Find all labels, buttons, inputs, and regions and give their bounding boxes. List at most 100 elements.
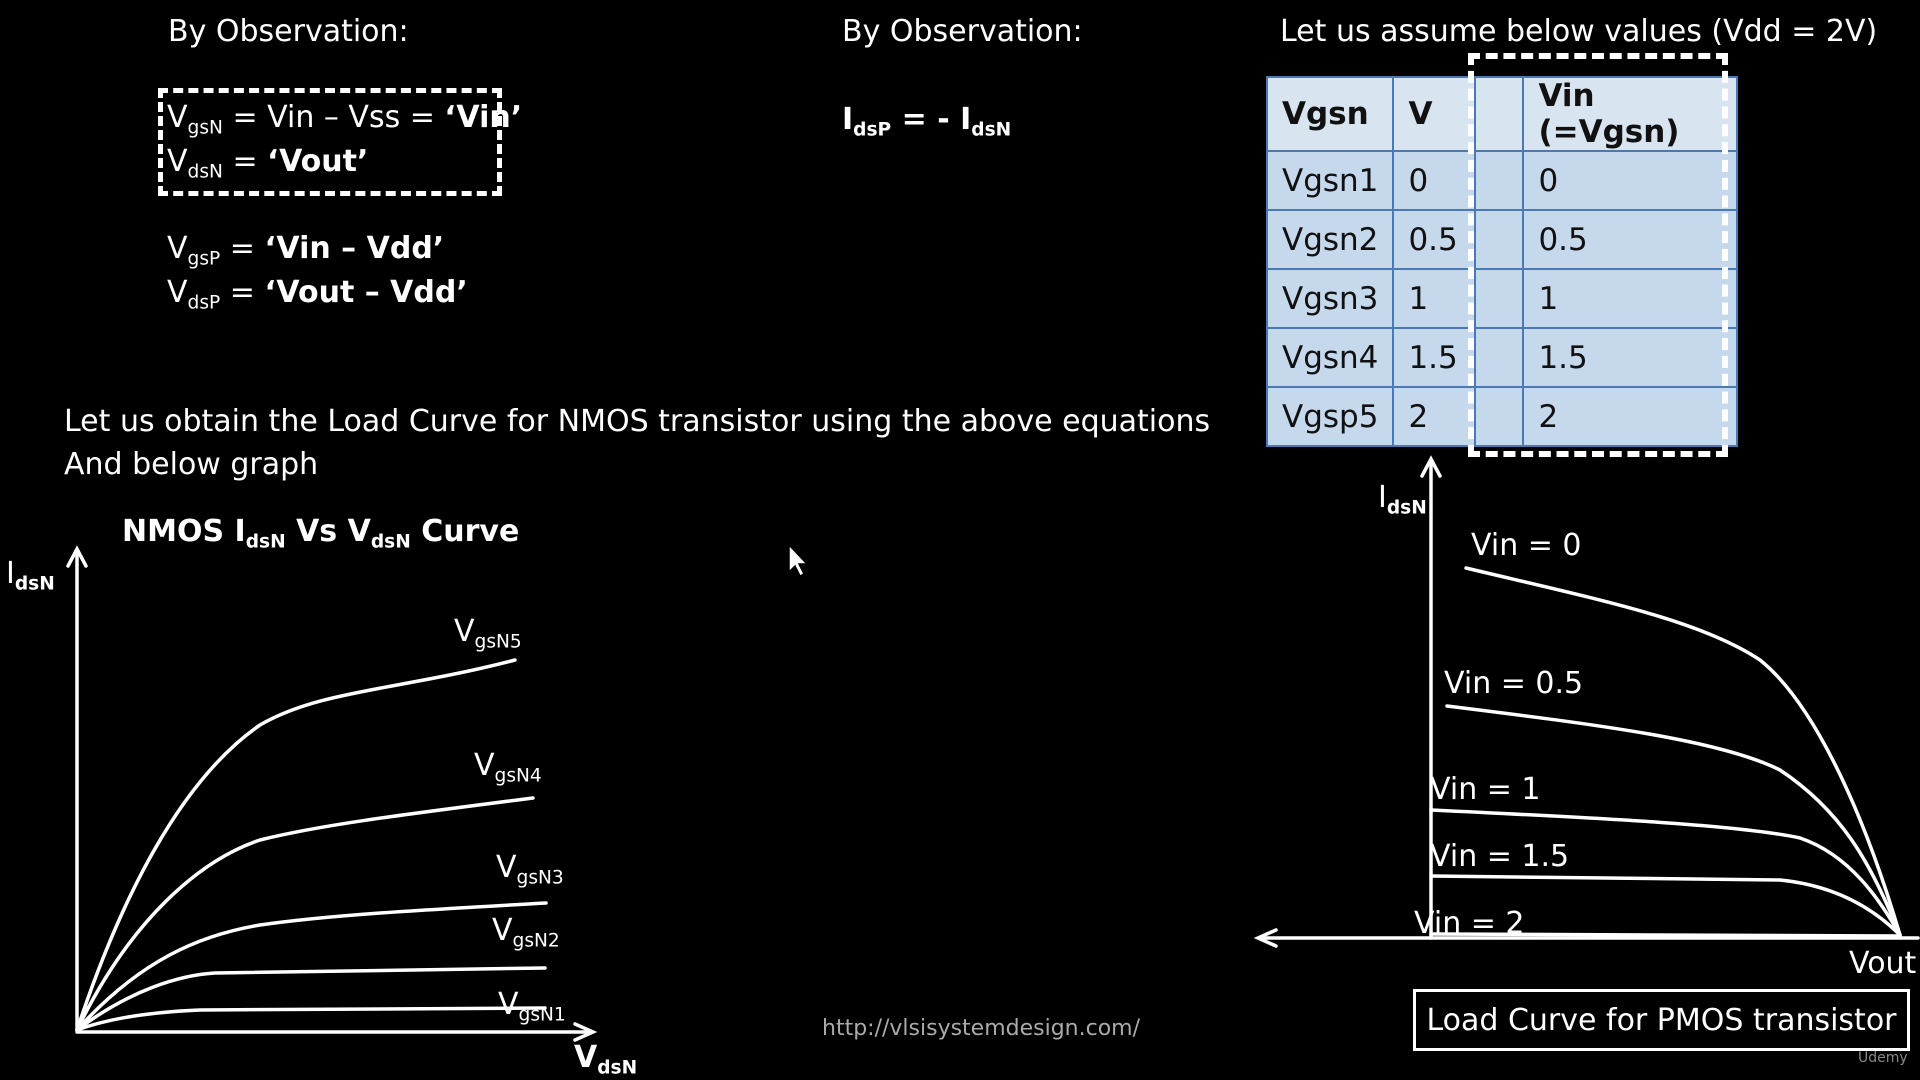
pmos-x-axis-label: Vout: [1849, 946, 1917, 981]
eq-subscript: dsN: [187, 161, 223, 183]
label-symbol: V: [492, 913, 513, 948]
table-cell: 0.5: [1522, 209, 1739, 270]
pmos-curve-label: Vin = 0: [1471, 528, 1582, 563]
eq-symbol: V: [167, 144, 188, 179]
label-subscript: gsN1: [518, 1004, 566, 1026]
axis-subscript: dsN: [14, 573, 55, 595]
table-header: V: [1392, 76, 1477, 152]
table-cell: Vgsp5: [1265, 386, 1395, 447]
table-cell: [1474, 386, 1525, 447]
pmos-curve-vin-1.5: [1429, 874, 1902, 937]
table-cell: 1: [1522, 268, 1739, 329]
eq-subscript: dsN: [971, 119, 1012, 141]
label-subscript: gsN3: [516, 867, 564, 889]
title-part: NMOS I: [122, 514, 246, 549]
curve-label-vgsn3: VgsN3: [496, 850, 564, 887]
label-symbol: V: [498, 987, 519, 1022]
eq-rhs: = Vin – Vss =: [222, 100, 445, 135]
eq-rhs-bold: ‘Vout’: [267, 144, 369, 179]
table-header-row: Vgsn V Vin (=Vgsn): [1265, 76, 1739, 152]
pmos-curve-label: Vin = 1: [1430, 772, 1541, 807]
table-cell: [1474, 209, 1525, 270]
table-cell: 2: [1522, 386, 1739, 447]
table-cell: 0: [1522, 150, 1739, 211]
axis-symbol: V: [574, 1040, 598, 1075]
title-part: Vs V: [285, 514, 371, 549]
axis-symbol: I: [6, 556, 15, 591]
eq-subscript: gsP: [187, 248, 221, 270]
table-cell: Vgsn3: [1265, 268, 1395, 329]
table-cell: Vgsn4: [1265, 327, 1395, 388]
table-row: Vgsn1 0 0: [1265, 150, 1739, 211]
pmos-curve-vin-2: [1429, 932, 1902, 938]
equation-idsp: IdsP = - IdsN: [842, 102, 1011, 139]
pmos-curve-label: Vin = 2: [1414, 906, 1525, 941]
values-table: Vgsn V Vin (=Vgsn) Vgsn1 0 0 Vgsn2 0.5 0…: [1265, 76, 1739, 447]
pmos-y-axis-label: IdsN: [1378, 480, 1427, 517]
pmos-curve-label: Vin = 1.5: [1430, 839, 1570, 874]
label-subscript: gsN2: [512, 930, 560, 952]
table-header: Vgsn: [1265, 76, 1395, 152]
udemy-watermark: Udemy: [1858, 1050, 1908, 1066]
table-cell: Vgsn1: [1265, 150, 1395, 211]
equation-vgsn: VgsN = Vin – Vss = ‘Vin’: [167, 100, 523, 137]
equation-vdsp: VdsP = ‘Vout – Vdd’: [167, 275, 468, 312]
nmos-curve-vgsn1: [75, 1006, 547, 1032]
axis-subscript: dsN: [1386, 497, 1427, 519]
table-cell: [1474, 327, 1525, 388]
nmos-y-arrowhead: [66, 545, 88, 568]
eq-subscript: dsP: [187, 292, 221, 314]
table-cell: 1.5: [1392, 327, 1477, 388]
source-url-link[interactable]: http://vlsisystemdesign.com/: [822, 1016, 1141, 1041]
table-row: Vgsn2 0.5 0.5: [1265, 209, 1739, 270]
label-symbol: V: [496, 850, 517, 885]
label-subscript: gsN4: [494, 765, 542, 787]
curve-label-vgsn1: VgsN1: [498, 987, 566, 1024]
title-subscript: dsN: [245, 531, 286, 553]
eq-rhs: =: [220, 231, 265, 266]
axis-symbol: I: [1378, 480, 1387, 515]
curve-label-vgsn4: VgsN4: [474, 748, 542, 785]
pmos-x-arrowhead-left: [1253, 928, 1278, 948]
table-cell: 1: [1392, 268, 1477, 329]
table-row: Vgsp5 2 2: [1265, 386, 1739, 447]
highlight-box-nmos-eqs: [158, 88, 502, 196]
label-subscript: gsN5: [474, 631, 522, 653]
nmos-curve-vgsn3: [75, 901, 548, 1032]
mouse-cursor-icon: [788, 543, 809, 578]
axis-subscript: dsN: [597, 1057, 638, 1079]
eq-rhs: =: [222, 144, 268, 179]
pmos-curve-vin-0: [1464, 566, 1902, 937]
equation-vgsp: VgsP = ‘Vin – Vdd’: [167, 231, 444, 268]
eq-rhs-bold: ‘Vin’: [444, 100, 523, 135]
eq-subscript: dsP: [853, 119, 892, 141]
nmos-y-axis-label: IdsN: [6, 556, 55, 593]
table-cell: 2: [1392, 386, 1477, 447]
pmos-load-curve-caption: Load Curve for PMOS transistor: [1413, 989, 1910, 1051]
table-cell: [1474, 150, 1525, 211]
table-header: [1474, 76, 1525, 152]
curve-label-vgsn2: VgsN2: [492, 913, 560, 950]
nmos-x-arrowhead: [573, 1022, 598, 1042]
eq-symbol: V: [167, 231, 188, 266]
table-cell: Vgsn2: [1265, 209, 1395, 270]
nmos-curve-vgsn5: [75, 658, 517, 1032]
table-header: Vin (=Vgsn): [1522, 76, 1739, 152]
instruction-line-2: And below graph: [64, 447, 319, 482]
nmos-curve-vgsn2: [75, 966, 547, 1032]
pmos-curve-vin-0.5: [1445, 704, 1902, 937]
pmos-y-arrowhead: [1420, 455, 1442, 478]
eq-symbol: I: [842, 102, 854, 137]
heading-observation-2: By Observation:: [842, 14, 1083, 49]
nmos-chart-title: NMOS IdsN Vs VdsN Curve: [122, 514, 519, 551]
title-subscript: dsN: [370, 531, 411, 553]
eq-mid: = - I: [891, 102, 972, 137]
equation-vdsn: VdsN = ‘Vout’: [167, 144, 369, 181]
table-cell: 0: [1392, 150, 1477, 211]
highlight-box-vin-column: [1468, 53, 1728, 457]
curve-label-vgsn5: VgsN5: [454, 614, 522, 651]
eq-rhs-bold: ‘Vout – Vdd’: [264, 275, 468, 310]
table-cell: 0.5: [1392, 209, 1477, 270]
table-row: Vgsn4 1.5 1.5: [1265, 327, 1739, 388]
